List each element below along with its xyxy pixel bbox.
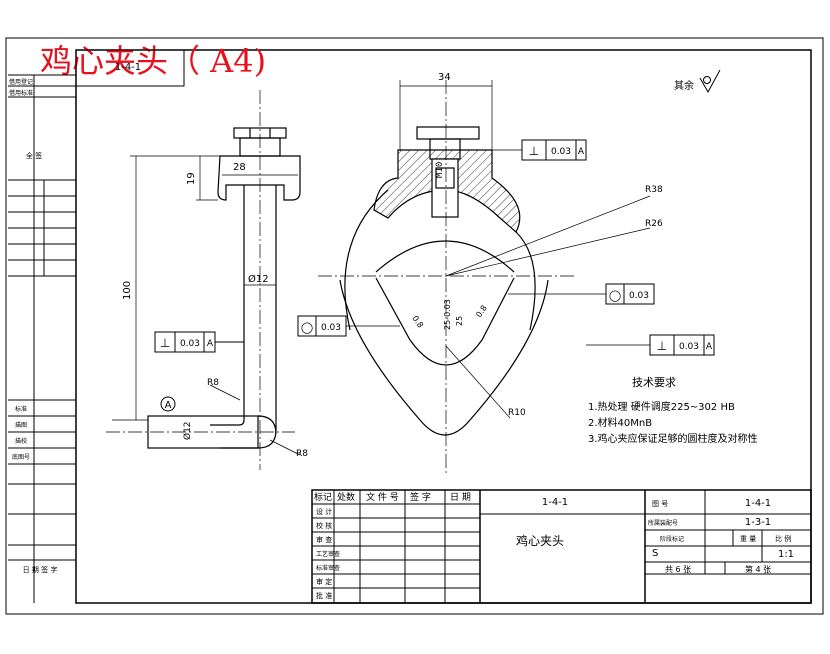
tb-stage-value: S — [652, 548, 658, 559]
tech-heading: 技术要求 — [632, 376, 676, 389]
left-perp-datum: A — [207, 339, 214, 349]
dim-r8-a: R8 — [207, 378, 219, 388]
surface-finish: 其余 — [674, 69, 721, 94]
right-perp-top: ⊥ 0.03 A — [521, 139, 587, 161]
tech-requirements: 技术要求 1.热处理 硬件调度225~302 HB 2.材料40MnB 3.鸡心… — [588, 376, 758, 445]
tb-scale-label: 比 例 — [775, 534, 791, 543]
left-label-1: 借用登记 — [9, 78, 33, 86]
dim-19: 19 — [186, 172, 197, 185]
tb-assembly-value: 1-3-1 — [745, 517, 771, 528]
tb-scale-value: 1:1 — [778, 549, 794, 560]
left-perp-box: ⊥ 0.03 A — [154, 331, 244, 353]
tech-item-2: 2.材料40MnB — [588, 416, 652, 429]
perp-top-datum: A — [578, 147, 585, 157]
foot — [147, 415, 259, 449]
dim-100: 100 — [122, 281, 133, 300]
datum-a: A — [160, 396, 176, 412]
dim-r10: R10 — [508, 408, 526, 418]
tech-item-3: 3.鸡心夹应保证足够的圆柱度及对称性 — [588, 432, 758, 445]
cyl-right-value: 0.03 — [629, 291, 649, 301]
dim-bore: 25-0.03 — [443, 299, 452, 330]
tb-h1: 标记 — [314, 491, 332, 503]
outer-frame — [5, 37, 824, 615]
perp-right-value: 0.03 — [679, 342, 699, 352]
left-strip: 借用登记 借用标准 全 签 标准 描图 描校 底图号 日 期 签 字 — [8, 74, 76, 603]
tech-item-1: 1.热处理 硬件调度225~302 HB — [588, 400, 735, 413]
left-label-2: 借用标准 — [9, 89, 33, 97]
tb-h3: 文 件 号 — [366, 491, 399, 503]
left-mid-label: 全 签 — [26, 151, 42, 160]
left-bottom-1: 标准 — [15, 405, 27, 413]
sheet-title: 鸡心夹头（ A4) — [40, 42, 266, 80]
tb-total-sheets: 共 6 张 — [665, 565, 691, 574]
tb-row-5: 标准审查 — [316, 564, 340, 572]
tb-row-1: 设 计 — [316, 507, 332, 516]
title-block — [311, 489, 812, 604]
dim-r8-b: R8 — [296, 449, 308, 459]
dim-tip-dia: Ø12 — [182, 421, 193, 440]
cyl-right-symbol: ◯ — [609, 289, 621, 302]
dim-bevel-1: 0.8 — [410, 314, 425, 330]
perp-top-symbol: ⊥ — [529, 144, 539, 158]
tb-h4: 签 字 — [410, 491, 431, 503]
stamp-text: 1-4-1 — [115, 62, 141, 73]
tb-drawing-no: 1-4-1 — [542, 497, 568, 508]
tb-row-4: 工艺审查 — [316, 550, 340, 558]
dim-34: 34 — [438, 72, 451, 83]
tb-code-value: 1-4-1 — [745, 498, 771, 509]
tb-row-6: 审 定 — [316, 577, 332, 586]
perp-top-value: 0.03 — [551, 147, 571, 157]
tb-weight-label: 重 量 — [740, 535, 756, 543]
left-perp-symbol: ⊥ — [160, 336, 170, 350]
cyl-right-box: ◯ 0.03 — [605, 283, 655, 305]
dim-r26: R26 — [645, 219, 663, 229]
cyl-left-value: 0.03 — [321, 323, 341, 333]
right-view — [318, 80, 651, 475]
cyl-left-box: ◯ 0.03 — [297, 315, 347, 337]
left-bottom-4: 底图号 — [12, 453, 30, 461]
tb-sheet-no: 第 4 张 — [745, 564, 771, 574]
tb-h5: 日 期 — [450, 492, 471, 503]
cyl-left-symbol: ◯ — [301, 321, 313, 334]
surface-finish-text: 其余 — [674, 79, 694, 92]
left-bottom-2: 描图 — [15, 421, 27, 429]
datum-a-label: A — [165, 400, 172, 411]
left-view — [106, 90, 301, 470]
tb-assembly-label: 所属装配号 — [648, 519, 678, 527]
dim-bore2: 25 — [455, 316, 464, 326]
head-block — [217, 155, 301, 201]
tb-row-2: 校 核 — [316, 521, 332, 530]
right-perp-right: ⊥ 0.03 A — [649, 334, 715, 356]
top-left-stamp: 1-4-1 — [75, 49, 185, 87]
left-bottom-3: 描校 — [15, 437, 27, 445]
dim-thread: M10 — [435, 162, 445, 178]
tb-stage-label: 阶段标记 — [660, 535, 684, 543]
tb-part-name: 鸡心夹头 — [516, 533, 564, 548]
tb-code-label: 图 号 — [652, 500, 668, 508]
tb-h2: 处数 — [337, 491, 355, 503]
tb-row-3: 审 查 — [316, 535, 332, 544]
left-bottom-sign: 日 期 签 字 — [23, 565, 58, 574]
dim-r38: R38 — [645, 185, 663, 195]
tb-row-7: 批 准 — [316, 591, 332, 600]
dim-rod-dia: Ø12 — [248, 273, 269, 285]
perp-right-symbol: ⊥ — [657, 339, 667, 353]
dim-bevel-2: 0.8 — [474, 304, 489, 320]
left-perp-value: 0.03 — [180, 339, 200, 349]
perp-right-datum: A — [706, 342, 713, 352]
dim-28: 28 — [233, 162, 246, 173]
